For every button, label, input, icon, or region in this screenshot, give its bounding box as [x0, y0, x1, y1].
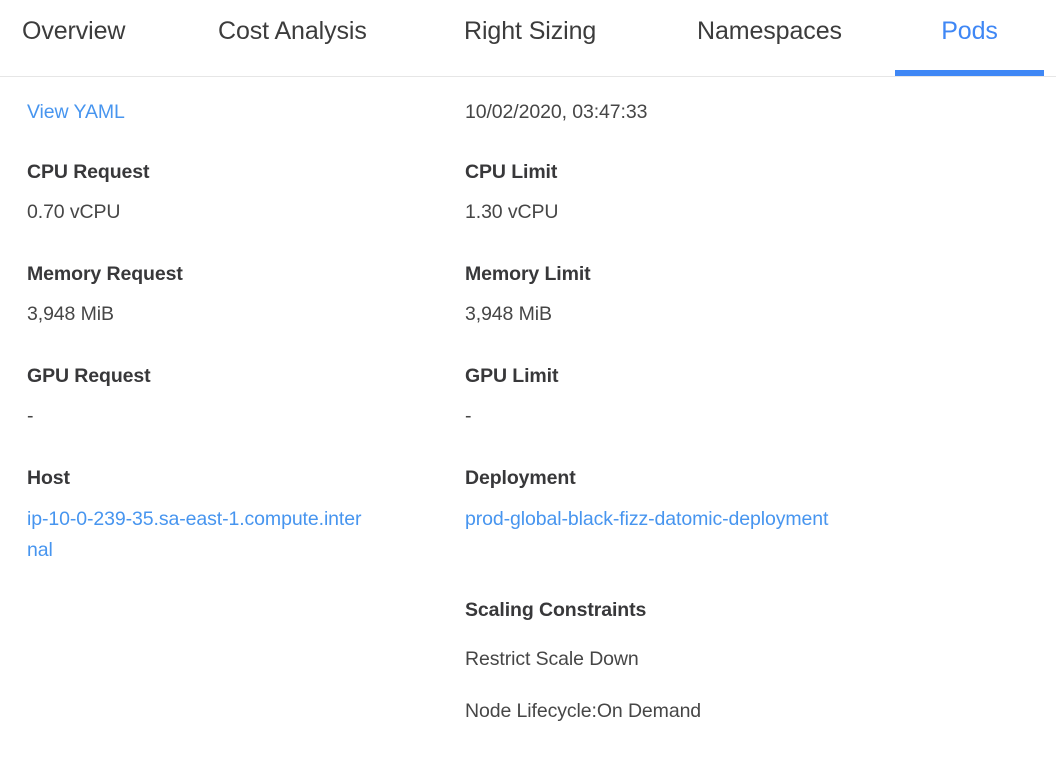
field-gpu-request: GPU Request -	[27, 363, 151, 430]
tab-pods[interactable]: Pods	[895, 0, 1044, 77]
field-memory-limit: Memory Limit 3,948 MiB	[465, 261, 591, 328]
tab-namespaces-label: Namespaces	[697, 17, 842, 45]
tab-bar: Overview Cost Analysis Right Sizing Name…	[0, 0, 1056, 77]
memory-request-label: Memory Request	[27, 263, 183, 285]
field-cpu-request: CPU Request 0.70 vCPU	[27, 159, 150, 226]
memory-limit-label: Memory Limit	[465, 263, 591, 285]
tab-namespaces[interactable]: Namespaces	[697, 0, 842, 77]
scaling-constraints-label: Scaling Constraints	[465, 599, 647, 621]
deployment-link[interactable]: prod-global-black-fizz-datomic-deploymen…	[465, 508, 829, 530]
tab-cost-analysis-label: Cost Analysis	[218, 17, 367, 45]
host-label: Host	[27, 467, 70, 489]
field-timestamp: 10/02/2020, 03:47:33	[465, 98, 647, 126]
gpu-limit-label: GPU Limit	[465, 365, 559, 387]
field-cpu-limit: CPU Limit 1.30 vCPU	[465, 159, 559, 226]
field-deployment: Deployment prod-global-black-fizz-datomi…	[465, 465, 828, 535]
tab-overview[interactable]: Overview	[22, 0, 125, 77]
cpu-limit-value: 1.30 vCPU	[465, 201, 559, 223]
cpu-request-label: CPU Request	[27, 161, 150, 183]
cpu-request-value: 0.70 vCPU	[27, 201, 121, 223]
gpu-request-label: GPU Request	[27, 365, 151, 387]
timestamp-value: 10/02/2020, 03:47:33	[465, 101, 648, 123]
deployment-label: Deployment	[465, 467, 576, 489]
host-link[interactable]: ip-10-0-239-35.sa-east-1.compute.interna…	[27, 508, 362, 561]
tab-bar-divider	[0, 76, 1056, 77]
gpu-request-value: -	[27, 405, 34, 427]
tab-list: Overview Cost Analysis Right Sizing Name…	[0, 0, 1056, 77]
field-view-yaml: View YAML	[27, 98, 125, 126]
gpu-limit-value: -	[465, 405, 472, 427]
field-gpu-limit: GPU Limit -	[465, 363, 558, 430]
cpu-limit-label: CPU Limit	[465, 161, 558, 183]
tab-right-sizing-label: Right Sizing	[464, 17, 597, 45]
tab-pods-label: Pods	[941, 17, 998, 45]
field-host: Host ip-10-0-239-35.sa-east-1.compute.in…	[27, 465, 362, 566]
tab-overview-label: Overview	[22, 17, 126, 45]
tab-right-sizing[interactable]: Right Sizing	[464, 0, 596, 77]
view-yaml-link[interactable]: View YAML	[27, 101, 125, 123]
field-memory-request: Memory Request 3,948 MiB	[27, 261, 183, 328]
field-scaling-constraints: Scaling Constraints Restrict Scale Down …	[465, 597, 701, 725]
active-tab-indicator	[895, 70, 1044, 76]
tab-cost-analysis[interactable]: Cost Analysis	[218, 0, 367, 77]
scaling-constraint-node-lifecycle: Node Lifecycle:On Demand	[465, 700, 702, 722]
scaling-constraint-restrict-scale-down: Restrict Scale Down	[465, 648, 639, 670]
memory-request-value: 3,948 MiB	[27, 303, 114, 325]
memory-limit-value: 3,948 MiB	[465, 303, 552, 325]
